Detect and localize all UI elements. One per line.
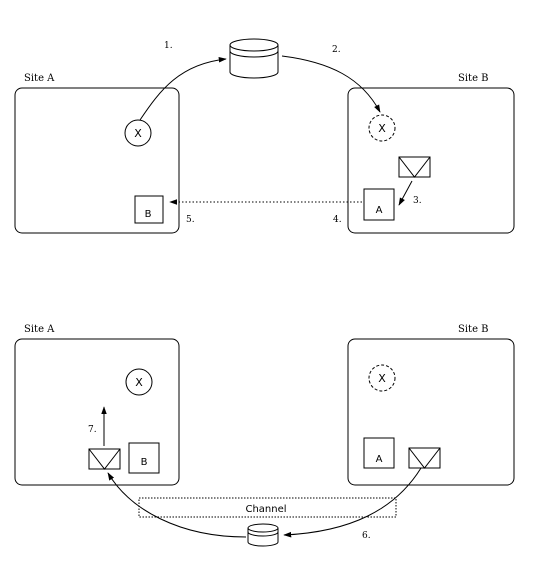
- top-message-envelope-icon: [398, 156, 431, 178]
- top-step-4-label: 4.: [333, 215, 342, 225]
- bottom-site-a-x-node: [125, 368, 153, 396]
- bottom-site-a-b-label: B: [141, 457, 148, 468]
- top-step-2-label: 2.: [332, 45, 341, 55]
- bottom-site-b-title: Site B: [458, 324, 489, 335]
- bottom-step-7-label: 7.: [88, 425, 97, 435]
- top-panel: Site A X B Site B X A 1. 2. 3.: [14, 38, 515, 234]
- top-site-b-title: Site B: [458, 73, 489, 84]
- bottom-panel: Site A X B 7. Site B X A Channel: [14, 324, 515, 547]
- top-database-icon: [229, 38, 279, 79]
- top-step-3-label: 3.: [413, 196, 422, 206]
- bottom-arrow-6-a: [283, 467, 422, 538]
- bottom-step-6-label: 6.: [362, 531, 371, 541]
- bottom-site-b-a-box: [363, 437, 395, 469]
- bottom-message-envelope-icon-site-b: [408, 447, 441, 469]
- top-site-a-x-label: X: [134, 127, 142, 140]
- top-site-a-title: Site A: [24, 73, 55, 84]
- top-site-a-box: [14, 87, 180, 234]
- top-step-5-label: 5.: [186, 215, 195, 225]
- top-site-b-x-label: X: [378, 122, 386, 135]
- top-site-b-a-box: [363, 188, 395, 221]
- bottom-database-icon: [247, 523, 279, 547]
- bottom-site-a-b-box: [128, 442, 160, 474]
- bottom-site-b-a-label: A: [376, 454, 383, 465]
- top-arrow-1: [139, 56, 227, 121]
- bottom-site-a-x-label: X: [135, 376, 143, 389]
- bottom-site-b-x-label: X: [378, 372, 386, 385]
- top-arrow-3: [398, 180, 413, 206]
- bottom-message-envelope-icon-site-a: [88, 448, 121, 470]
- bottom-site-b-x-ghost-node: [368, 364, 396, 392]
- bottom-site-a-box: [14, 338, 180, 486]
- bottom-arrow-6-b: [107, 472, 247, 538]
- top-site-a-b-box: [134, 195, 164, 224]
- top-site-a-x-node: [124, 119, 152, 147]
- top-step-1-label: 1.: [164, 41, 173, 51]
- top-site-b-box: [347, 87, 515, 234]
- bottom-site-a-title: Site A: [24, 324, 55, 335]
- top-site-a-b-label: B: [145, 209, 152, 220]
- top-arrow-2: [281, 55, 381, 113]
- channel-label: Channel: [245, 504, 286, 515]
- top-site-b-a-label: A: [376, 205, 383, 216]
- top-site-b-x-ghost-node: [368, 114, 396, 142]
- bottom-site-b-box: [347, 338, 515, 486]
